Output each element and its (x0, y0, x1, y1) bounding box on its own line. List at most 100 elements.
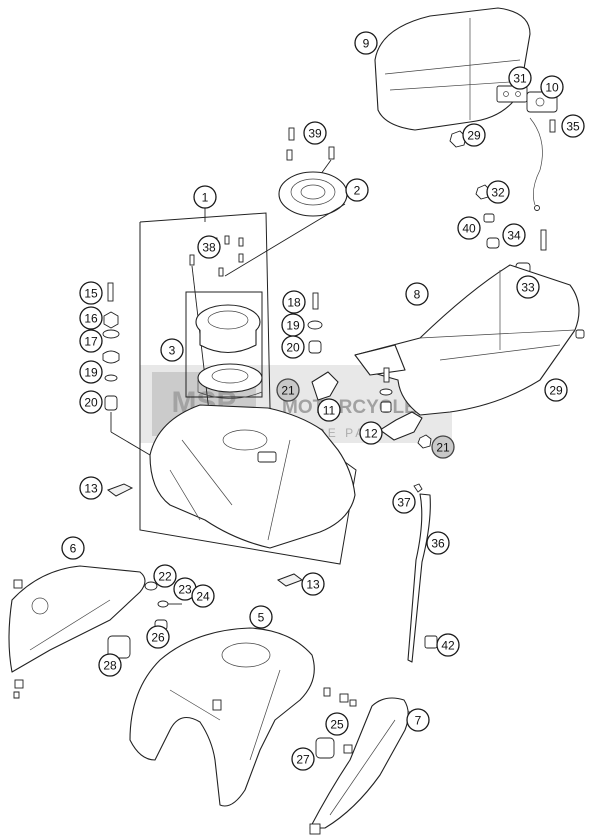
callout-label: 7 (415, 714, 422, 728)
callout-13: 13 (79, 476, 103, 500)
callout-label: 17 (84, 335, 98, 349)
callout-label: 22 (158, 570, 172, 584)
left-side-panel-part (8, 565, 146, 699)
callout-33: 33 (516, 275, 540, 299)
callout-3: 3 (160, 338, 184, 362)
callout-12: 12 (359, 421, 383, 445)
callout-label: 10 (545, 81, 559, 95)
callout-label: 36 (431, 537, 445, 551)
callout-circle (392, 490, 416, 514)
callout-29: 29 (544, 378, 568, 402)
callout-circle (79, 476, 103, 500)
callout-31: 31 (508, 66, 532, 90)
callout-13: 13 (301, 572, 325, 596)
callout-label: 13 (84, 482, 98, 496)
callout-circle (160, 338, 184, 362)
fuel-tank-part (149, 404, 356, 549)
callout-25: 25 (325, 712, 349, 736)
callout-label: 24 (196, 590, 210, 604)
fuel-pump-part (195, 304, 263, 399)
callout-label: 25 (330, 718, 344, 732)
callout-label: 29 (549, 384, 563, 398)
callout-19: 19 (281, 313, 305, 337)
filler-cap-part (224, 171, 348, 277)
callout-circle (79, 360, 103, 384)
callout-circle (486, 180, 510, 204)
callout-circle (544, 378, 568, 402)
callout-label: 16 (84, 312, 98, 326)
callout-label: 1 (202, 191, 209, 205)
callout-circle (98, 653, 122, 677)
callout-label: 31 (513, 72, 527, 86)
callout-circle (325, 712, 349, 736)
callout-label: 2 (354, 184, 361, 198)
callout-circle (146, 625, 170, 649)
callout-circle (301, 572, 325, 596)
callout-37: 37 (392, 490, 416, 514)
callout-32: 32 (486, 180, 510, 204)
callout-label: 13 (306, 578, 320, 592)
callout-circle (303, 121, 327, 145)
callout-27: 27 (291, 747, 315, 771)
callout-39: 39 (303, 121, 327, 145)
callout-circle (249, 605, 273, 629)
callout-label: 33 (521, 281, 535, 295)
callout-circle (79, 306, 103, 330)
callout-label: 37 (397, 496, 411, 510)
callout-circle (462, 123, 486, 147)
callout-label: 15 (84, 287, 98, 301)
bolt-stack-seat (379, 367, 432, 449)
callout-40: 40 (457, 216, 481, 240)
callout-label: 11 (323, 404, 336, 418)
bolt-stack-mid (307, 292, 323, 354)
drain-hose-part (407, 483, 438, 663)
right-side-panel-part (309, 697, 417, 835)
callout-circle (153, 564, 177, 588)
callout-24: 24 (191, 584, 215, 608)
seat-bracket-11 (311, 371, 339, 401)
watermark-title: MOTORCYCLE (282, 397, 417, 418)
callout-label: 38 (202, 241, 216, 255)
callout-label: 21 (436, 441, 450, 455)
callout-19: 19 (79, 360, 103, 384)
callout-34: 34 (502, 223, 526, 247)
callout-circle (540, 75, 564, 99)
callout-circle (561, 114, 585, 138)
callout-36: 36 (426, 531, 450, 555)
callout-circle (436, 633, 460, 657)
callout-circle (281, 335, 305, 359)
callout-label: 39 (308, 127, 322, 141)
callout-26: 26 (146, 625, 170, 649)
callout-label: 19 (286, 319, 300, 333)
callout-label: 19 (84, 366, 98, 380)
pad-13-bottom (276, 573, 304, 587)
callout-circle (359, 421, 383, 445)
callout-10: 10 (540, 75, 564, 99)
bolt-stack-left (102, 282, 151, 456)
callout-circle (193, 185, 217, 209)
callout-circle (345, 178, 369, 202)
callout-6: 6 (61, 536, 85, 560)
callout-label: 27 (296, 753, 310, 767)
seat-bracket-12 (379, 411, 423, 441)
callout-label: 32 (491, 186, 505, 200)
callout-label: 20 (286, 341, 300, 355)
rider-seat-part (354, 264, 585, 416)
callout-circle (291, 747, 315, 771)
callout-17: 17 (79, 329, 103, 353)
callout-label: 42 (441, 639, 455, 653)
callout-38: 38 (197, 235, 221, 259)
callout-2: 2 (345, 178, 369, 202)
callout-label: 21 (281, 384, 295, 398)
callout-21: 21 (431, 435, 455, 459)
callout-label: 40 (462, 222, 476, 236)
callout-circle (502, 223, 526, 247)
callout-8: 8 (405, 282, 429, 306)
callout-28: 28 (98, 653, 122, 677)
callout-42: 42 (436, 633, 460, 657)
callout-circle (79, 281, 103, 305)
callout-circle (354, 31, 378, 55)
callout-label: 5 (258, 611, 265, 625)
